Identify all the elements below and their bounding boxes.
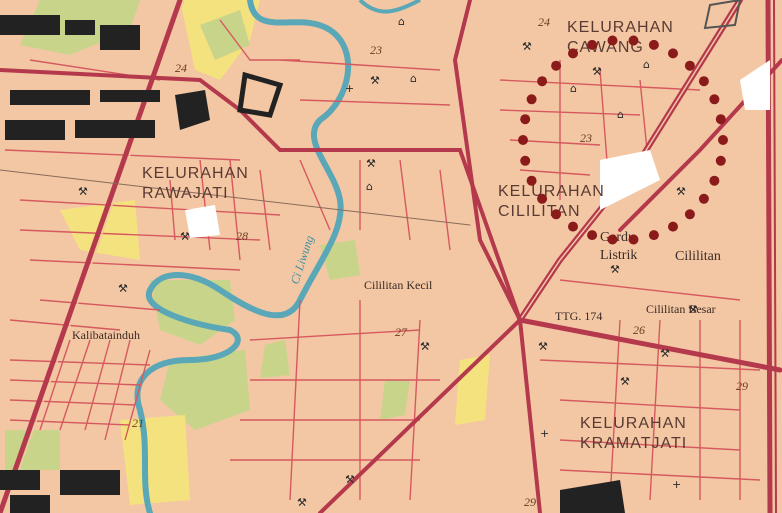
svg-text:⚒: ⚒ (676, 185, 686, 198)
highlight-dot (698, 76, 709, 87)
highlight-dot (628, 35, 639, 46)
svg-text:28: 28 (236, 229, 248, 243)
svg-text:+: + (672, 478, 681, 491)
highlight-dot (668, 221, 678, 232)
svg-text:26: 26 (633, 323, 645, 337)
highlight-dot (587, 39, 598, 50)
highlight-dot (648, 230, 659, 241)
label-cililitan-kecil: Cililitan Kecil (364, 278, 433, 292)
svg-text:⚒: ⚒ (366, 157, 376, 170)
map-symbols: ⌂ ⌂ ⚒ + ⚒ ⌂ ⚒ ⚒ ⌂ ⌂ ⌂ ⚒ ⚒ ⚒ ⚒ ⚒ + ⚒ ⚒ + … (78, 15, 698, 509)
svg-text:+: + (345, 82, 354, 95)
svg-text:⌂: ⌂ (410, 72, 417, 85)
svg-text:⚒: ⚒ (345, 473, 355, 486)
svg-text:+: + (540, 427, 549, 440)
highlight-marker-circle (518, 35, 728, 245)
svg-text:27: 27 (395, 325, 408, 339)
svg-text:⚒: ⚒ (610, 263, 620, 276)
highlight-dot (684, 60, 695, 71)
highlight-dot (520, 114, 531, 125)
label-cililitan-besar: Cililitan Besar (646, 302, 716, 316)
highlight-dot (715, 114, 726, 125)
highlight-dot (718, 135, 728, 145)
highlight-dot (551, 209, 562, 220)
street-network (4, 19, 761, 501)
svg-text:⚒: ⚒ (660, 347, 670, 360)
contour-labels: 24 23 23 28 27 26 29 21 29 24 (132, 15, 748, 509)
highlight-dot (568, 48, 578, 59)
highlight-dot (698, 193, 709, 204)
highlight-dot (668, 48, 678, 59)
svg-text:⚒: ⚒ (420, 340, 430, 353)
svg-text:24: 24 (175, 61, 187, 75)
svg-text:⚒: ⚒ (592, 65, 602, 78)
svg-text:⌂: ⌂ (643, 58, 650, 71)
highlight-dot (526, 94, 537, 105)
svg-text:⚒: ⚒ (538, 340, 548, 353)
highlight-dot (551, 60, 562, 71)
highlight-dot (607, 234, 618, 245)
svg-text:⌂: ⌂ (617, 108, 624, 121)
svg-text:⚒: ⚒ (522, 40, 532, 53)
svg-text:⌂: ⌂ (398, 15, 405, 28)
highlight-dot (518, 135, 528, 145)
highlight-dot (715, 155, 726, 166)
svg-text:⚒: ⚒ (370, 74, 380, 87)
highlight-dot (628, 234, 639, 245)
svg-text:⚒: ⚒ (180, 230, 190, 243)
svg-text:23: 23 (370, 43, 382, 57)
highlight-dot (587, 230, 598, 241)
svg-text:21: 21 (132, 416, 144, 430)
label-kalibatainduh: Kalibatainduh (72, 328, 140, 342)
svg-text:⚒: ⚒ (620, 375, 630, 388)
svg-text:29: 29 (524, 495, 536, 509)
highlight-dot (537, 76, 548, 87)
svg-text:24: 24 (538, 15, 550, 29)
svg-text:⌂: ⌂ (570, 82, 577, 95)
label-cililitan: Cililitan (675, 249, 721, 264)
highlight-dot (520, 155, 531, 166)
highlight-dot (537, 193, 548, 204)
svg-text:29: 29 (736, 379, 748, 393)
svg-text:⚒: ⚒ (78, 185, 88, 198)
highlight-dot (648, 39, 659, 50)
svg-text:⚒: ⚒ (297, 496, 307, 509)
highlight-dot (684, 209, 695, 220)
svg-text:23: 23 (580, 131, 592, 145)
highlight-dot (607, 35, 618, 46)
highlight-dot (709, 175, 720, 186)
river-ci-liwung (134, 0, 352, 513)
svg-text:⚒: ⚒ (118, 282, 128, 295)
svg-text:⌂: ⌂ (366, 180, 373, 193)
label-ttg-174: TTG. 174 (555, 309, 602, 323)
highlight-dot (568, 221, 578, 232)
highlight-dot (526, 175, 537, 186)
vegetation-layer (5, 0, 490, 505)
highlight-dot (709, 94, 720, 105)
svg-text:⚒: ⚒ (688, 303, 698, 316)
